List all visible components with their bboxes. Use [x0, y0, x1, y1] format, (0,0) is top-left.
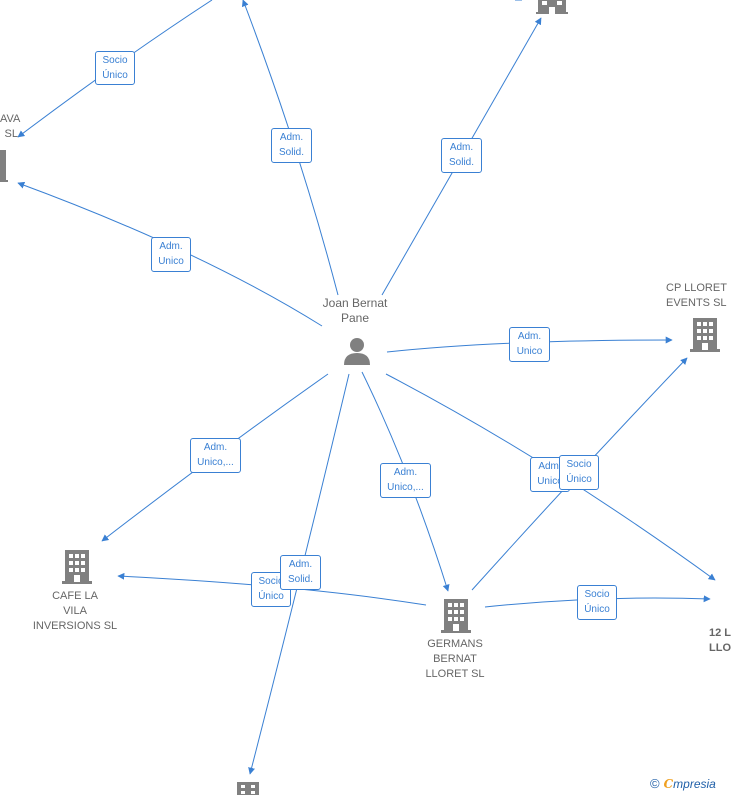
building-icon[interactable] [536, 0, 568, 14]
building-icon[interactable] [689, 318, 721, 352]
building-icon[interactable] [61, 550, 93, 584]
empresia-logo-letter: C [663, 777, 674, 791]
edge-label-adm-unico-germans: Adm. Unico,... [380, 463, 431, 498]
company-cafe-la-vila-label[interactable]: CAFE LA VILA INVERSIONS SL [32, 590, 118, 632]
edge-label-adm-unico-ava: Adm. Unico [151, 237, 191, 272]
edge-label-adm-unico-cafe: Adm. Unico,... [190, 438, 241, 473]
edge-label-adm-unico-cp-lloret: Adm. Unico [509, 327, 550, 362]
edge-label-socio-unico-top-left: Socio Único [95, 51, 135, 85]
relationship-graph [17, 0, 716, 775]
building-icon[interactable] [440, 599, 472, 633]
company-12-lloret-label[interactable]: 12 L LLO [709, 627, 732, 654]
edge-label-socio-unico-cp-lloret: Socio Único [559, 455, 599, 490]
person-icon[interactable] [342, 336, 372, 366]
edge-label-adm-solid-top-right: Adm. Solid. [441, 138, 482, 173]
edge-label-adm-solid-bottom: Adm. Solid. [280, 555, 321, 590]
company-germans-bernat-label[interactable]: GERMANS BERNAT LLORET SL [425, 638, 485, 680]
person-name[interactable]: Joan Bernat Pane [322, 296, 388, 325]
company-ava-sl-label[interactable]: AVA SL [0, 113, 21, 140]
empresia-brand-text: mpresia [673, 777, 716, 791]
edge-label-adm-solid-top: Adm. Solid. [271, 128, 312, 163]
company-cp-lloret-label[interactable]: CP LLORET EVENTS SL [666, 282, 727, 309]
edge-label-socio-unico-12-lloret: Socio Único [577, 585, 617, 620]
building-icon[interactable] [0, 150, 8, 184]
copyright-icon: © [650, 776, 660, 791]
building-icon[interactable] [235, 782, 261, 795]
empresia-credit: ©Cmpresia [650, 776, 716, 791]
